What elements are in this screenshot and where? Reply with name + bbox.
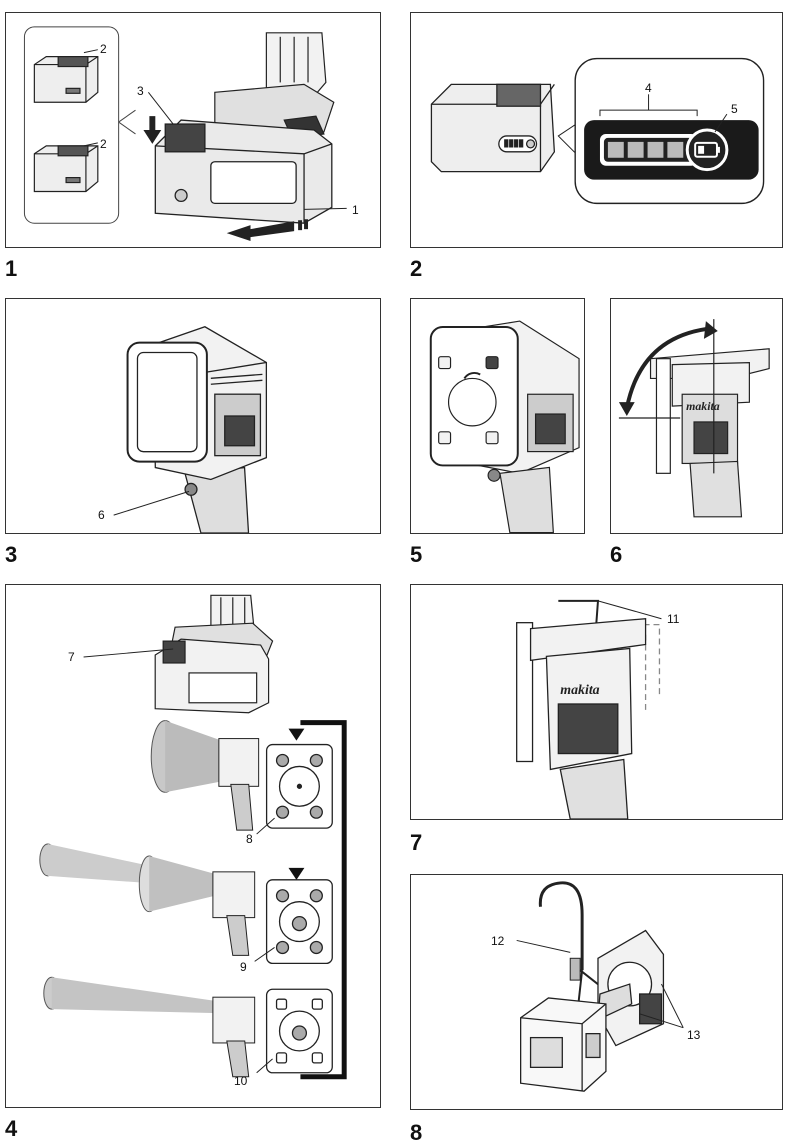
battery-install-illustration [23, 26, 347, 242]
figure-2-panel: 4 5 [410, 12, 783, 248]
callout-12: 12 [491, 934, 505, 948]
callout-8: 8 [246, 832, 253, 846]
figure-number: 7 [410, 830, 423, 855]
battery-check-button [685, 128, 729, 172]
figure-number: 4 [5, 1116, 18, 1141]
spot-beam [43, 976, 256, 1078]
rotation-illustration [429, 320, 580, 533]
light-head-illustration [113, 326, 268, 533]
lock-button [184, 482, 198, 496]
callout-5: 5 [731, 102, 738, 116]
hook [538, 881, 584, 971]
mode-panel-3 [265, 988, 333, 1074]
battery-small-top [33, 56, 99, 103]
callout-4: 4 [645, 81, 652, 95]
battery-small-bottom [33, 145, 99, 193]
figure-6-panel: makita [610, 298, 783, 534]
figure-5-panel [410, 298, 585, 534]
wide-beam [150, 720, 260, 831]
figure-4-panel: 7 8 9 10 [5, 584, 381, 1108]
battery-indicator-illustration [430, 57, 765, 205]
callout-6: 6 [98, 508, 105, 522]
figure-number: 3 [5, 542, 18, 567]
beam-mode-illustration [39, 594, 347, 1080]
combo-beam [39, 843, 256, 956]
callout-11: 11 [667, 612, 680, 626]
callout-13: 13 [687, 1028, 701, 1042]
battery-main [154, 119, 333, 224]
callout-2-bottom: 2 [100, 137, 107, 151]
stand-illustration: makita [516, 599, 662, 819]
figure-7-panel: makita 11 [410, 584, 783, 820]
mode-panel-1 [265, 743, 333, 829]
figure-8-panel: 12 13 [410, 874, 783, 1110]
figure-1-panel: 1 2 2 3 [5, 12, 381, 248]
callout-10: 10 [234, 1074, 248, 1088]
slide-arrow [226, 219, 309, 242]
brand-mark: makita [560, 683, 599, 698]
figure-number: 6 [610, 542, 623, 567]
figure-number: 1 [5, 256, 18, 281]
figure-number: 2 [410, 256, 423, 281]
tilt-illustration: makita [618, 319, 770, 518]
callout-3: 3 [137, 84, 144, 98]
figure-3-panel: 6 [5, 298, 381, 534]
brand-mark: makita [686, 399, 720, 413]
figure-number: 5 [410, 542, 423, 567]
callout-1: 1 [352, 203, 359, 217]
hook-illustration [516, 881, 684, 1092]
callout-7: 7 [68, 650, 75, 664]
callout-9: 9 [240, 960, 247, 974]
callout-2-top: 2 [100, 42, 107, 56]
battery [430, 83, 556, 173]
mode-panel-2 [265, 879, 333, 965]
figure-number: 8 [410, 1120, 423, 1145]
